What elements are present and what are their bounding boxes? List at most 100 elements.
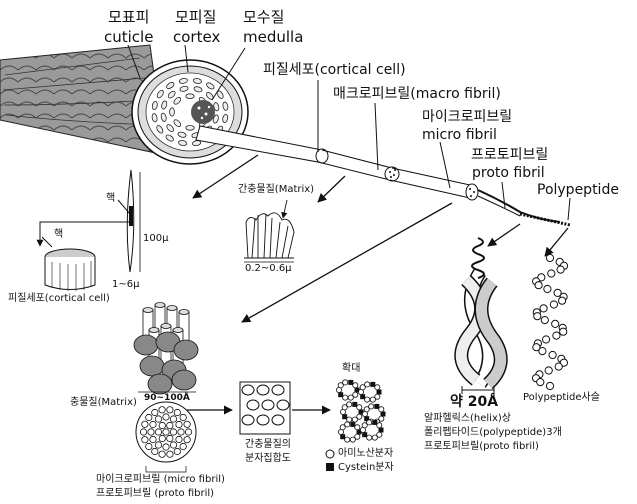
label-size-02-06: 0.2~0.6μ — [245, 263, 292, 274]
amino-bead — [368, 403, 375, 410]
cortical-cell-spindle — [36, 169, 141, 291]
cortex-cell — [165, 134, 174, 142]
cortex-cell — [151, 113, 158, 123]
peptide-bead — [552, 331, 561, 340]
micro-fibril-dot — [166, 421, 174, 430]
density-cell — [241, 414, 255, 426]
label-proto-fibril-small: 프로토피브릴 (proto fibril) — [96, 488, 215, 499]
amino-bead — [352, 391, 359, 398]
fibril-rod-top — [160, 323, 172, 329]
cortex-cell — [160, 112, 167, 122]
label-cortex-en: cortex — [173, 28, 221, 46]
micro-fibril-dot — [173, 447, 181, 456]
label-proto-fibril-en: proto fibril — [472, 165, 545, 181]
label-alpha-helix-1: 알파헬릭스(helix)상 — [424, 413, 511, 424]
density-cell — [261, 399, 275, 411]
label-proto-fibril-ko: 프로토피브릴 — [471, 147, 549, 163]
cystein-bead — [360, 394, 366, 400]
cortex-cell — [179, 85, 189, 92]
amino-bead — [371, 434, 378, 441]
micro-fibril-dot — [169, 415, 178, 423]
amino-bead — [342, 379, 349, 386]
micro-fibril-dot — [158, 406, 166, 414]
label-medulla-ko: 모수질 — [243, 8, 285, 26]
micro-fibril-dot — [149, 420, 157, 429]
cystein-bead — [376, 389, 382, 395]
micro-fibril-dot — [175, 420, 183, 429]
amino-acid-symbol — [325, 449, 335, 459]
label-matrix-density-2: 분자집합도 — [245, 453, 291, 464]
cystein-bead — [342, 414, 348, 420]
amino-bead — [376, 422, 383, 429]
label-macro-fibril: 매크로피브릴(macro fibril) — [333, 86, 501, 102]
amino-bead — [378, 415, 385, 422]
amino-bead — [359, 384, 366, 391]
density-cell — [271, 414, 285, 426]
label-polypeptide: Polypeptide — [537, 182, 619, 198]
cortex-cell — [192, 78, 202, 84]
micro-fibril-dot — [141, 436, 149, 444]
micro-fibril-dot — [154, 428, 163, 436]
amino-bead — [376, 431, 383, 438]
label-matrix-density-1: 간충물질의 — [245, 439, 291, 450]
amino-bead — [369, 396, 376, 403]
amino-bead — [354, 424, 361, 431]
cortex-cell — [156, 89, 164, 99]
micro-fibril-dot — [179, 442, 187, 451]
label-cystein: Cystein분자 — [338, 462, 394, 473]
density-cell — [246, 399, 260, 411]
amino-bead — [339, 424, 346, 431]
alpha-helix-triple — [454, 237, 508, 394]
matrix-blob — [171, 369, 197, 391]
amino-bead — [378, 406, 385, 413]
cortex-cell — [193, 86, 203, 93]
peptide-bead — [554, 362, 563, 371]
amino-bead — [364, 396, 371, 403]
label-medulla-en: medulla — [243, 28, 304, 46]
peptide-bead — [542, 335, 551, 344]
micro-fibril-dot — [173, 408, 181, 417]
micro-fibril-dot — [151, 408, 159, 417]
fibril-rod-top — [142, 307, 154, 313]
cortex-cell — [178, 78, 188, 84]
cortex-cell — [166, 124, 174, 132]
density-cell — [256, 384, 270, 396]
peptide-bead — [534, 281, 543, 290]
cortex-cell — [192, 140, 202, 146]
micro-fibril-dot — [166, 450, 174, 458]
label-nucleus-1: 핵 — [106, 193, 116, 204]
cystein-bead — [372, 419, 378, 425]
density-cell — [256, 414, 270, 426]
peptide-bead — [543, 284, 552, 294]
micro-fibril-dot — [147, 428, 155, 436]
leader-lines — [127, 44, 571, 221]
amino-bead — [349, 436, 356, 443]
medulla-core — [191, 100, 215, 124]
amino-bead — [374, 384, 381, 391]
peptide-bead — [533, 312, 542, 321]
micro-fibril-cross-section — [135, 401, 197, 473]
amino-bead — [356, 413, 363, 420]
amino-bead — [344, 421, 351, 428]
amino-bead — [347, 394, 354, 401]
amino-bead — [366, 419, 373, 426]
amino-bead — [351, 416, 358, 423]
peptide-bead — [536, 378, 545, 387]
peptide-bead — [558, 296, 567, 305]
micro-fibril-dot — [162, 443, 170, 451]
matrix-density-block — [239, 381, 291, 435]
label-micro-fibril-ko: 마이크로피브릴 — [422, 109, 513, 125]
amino-bead — [346, 401, 353, 408]
cortex-cell — [178, 140, 188, 146]
matrix-blob — [133, 334, 159, 356]
cystein-bead — [358, 409, 364, 415]
micro-fibril-dot — [175, 435, 183, 444]
peptide-bead — [553, 288, 562, 297]
density-cell — [276, 399, 290, 411]
micro-fibril-dot — [158, 434, 166, 443]
label-cuticle-ko: 모표피 — [108, 8, 150, 26]
peptide-bead — [545, 381, 555, 391]
cystein-bead — [380, 411, 386, 417]
fibril-rod-top — [154, 302, 166, 308]
amino-bead — [364, 381, 371, 388]
